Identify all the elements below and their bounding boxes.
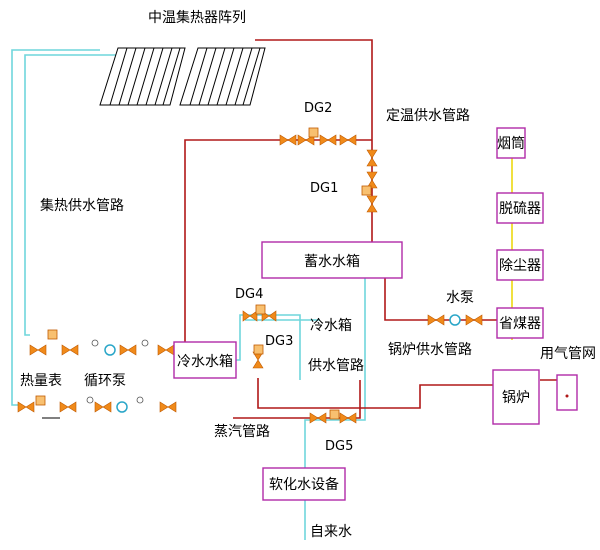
softener-box [262, 467, 346, 501]
circulation-pump-icon [104, 344, 116, 356]
valve [157, 344, 175, 356]
steam-pipe-label: 蒸汽管路 [214, 424, 270, 440]
chimney-label: 烟筒 [497, 135, 525, 152]
cold-tank-loop [235, 314, 301, 380]
valve [59, 401, 77, 413]
boxes [173, 127, 578, 501]
dg2-loop [184, 139, 372, 342]
circulation-pump-label: 循环泵 [84, 373, 126, 389]
circulation-pump-icon [116, 401, 128, 413]
economizer-label: 省煤器 [499, 316, 541, 332]
cold-pipes [11, 49, 366, 540]
gauges [86, 339, 149, 404]
water-pump-icon [449, 314, 461, 326]
valve [94, 401, 112, 413]
gas-network-label: 用气管网 [540, 346, 596, 362]
economizer-box [496, 307, 544, 339]
boiler-supply-pipe-label: 锅炉供水管路 [388, 342, 472, 358]
dg4-label: DG4 [235, 287, 263, 302]
storage-tank-box [261, 241, 403, 279]
meter [47, 329, 58, 340]
gas-network-dot [565, 394, 569, 398]
valve [427, 314, 445, 326]
desulfurizer-box [496, 192, 544, 224]
boiler-label: 锅炉 [502, 390, 530, 406]
dust-remover-label: 除尘器 [499, 258, 541, 274]
valve [297, 134, 315, 146]
collector-panel-right [179, 47, 266, 106]
dg3-label: DG3 [265, 334, 293, 349]
desulfurizer-label: 脱硫器 [499, 201, 541, 217]
dg1-label: DG1 [310, 181, 338, 196]
collector-panel-left [99, 47, 186, 106]
collector-supply-pipe-inner [24, 54, 118, 336]
valve [159, 401, 177, 413]
valve [366, 195, 378, 213]
softener-to-storage [304, 278, 366, 470]
valve [61, 344, 79, 356]
valve [319, 134, 337, 146]
tap-water-label: 自来水 [310, 524, 352, 540]
storage-tank-label: 蓄水水箱 [304, 254, 360, 270]
meter [253, 344, 264, 355]
gas-network-box [556, 374, 578, 411]
steam-loop [233, 380, 361, 419]
meter [255, 304, 266, 315]
boiler-supply-pipe [257, 378, 495, 409]
cold-tank-supply-label-2: 供水管路 [308, 358, 364, 374]
cold-tank-box [173, 341, 237, 379]
valve [339, 412, 357, 424]
meter [361, 185, 372, 196]
valve [29, 344, 47, 356]
cold-tank-label: 冷水水箱 [177, 354, 233, 370]
boiler-box [492, 369, 540, 425]
pumps [104, 314, 461, 413]
meter [35, 395, 46, 406]
softener-label: 软化水设备 [269, 476, 339, 493]
collector-supply-label: 集热供水管路 [40, 197, 124, 214]
valve [366, 149, 378, 167]
dg5-label: DG5 [325, 439, 353, 454]
valve [339, 134, 357, 146]
valve [309, 412, 327, 424]
collector-array [99, 47, 266, 106]
meters [35, 127, 372, 420]
dg2-label: DG2 [304, 101, 332, 116]
chimney-box [496, 127, 526, 159]
collector-array-title: 中温集热器阵列 [148, 9, 246, 26]
heat-meter-label: 热量表 [20, 373, 62, 389]
meter [308, 127, 319, 138]
water-pump-label: 水泵 [446, 290, 474, 306]
cold-tank-supply-label-1: 冷水箱 [310, 318, 352, 334]
valve [242, 310, 258, 322]
valve [17, 401, 35, 413]
collector-supply-pipe-outer [11, 49, 100, 406]
meter [329, 409, 340, 420]
valve [119, 344, 137, 356]
dust-remover-box [496, 249, 544, 281]
fixed-temp-pipe-label: 定温供水管路 [386, 108, 470, 124]
valve [279, 134, 297, 146]
valves [17, 134, 483, 424]
valve [465, 314, 483, 326]
storage-to-pump [384, 278, 498, 321]
